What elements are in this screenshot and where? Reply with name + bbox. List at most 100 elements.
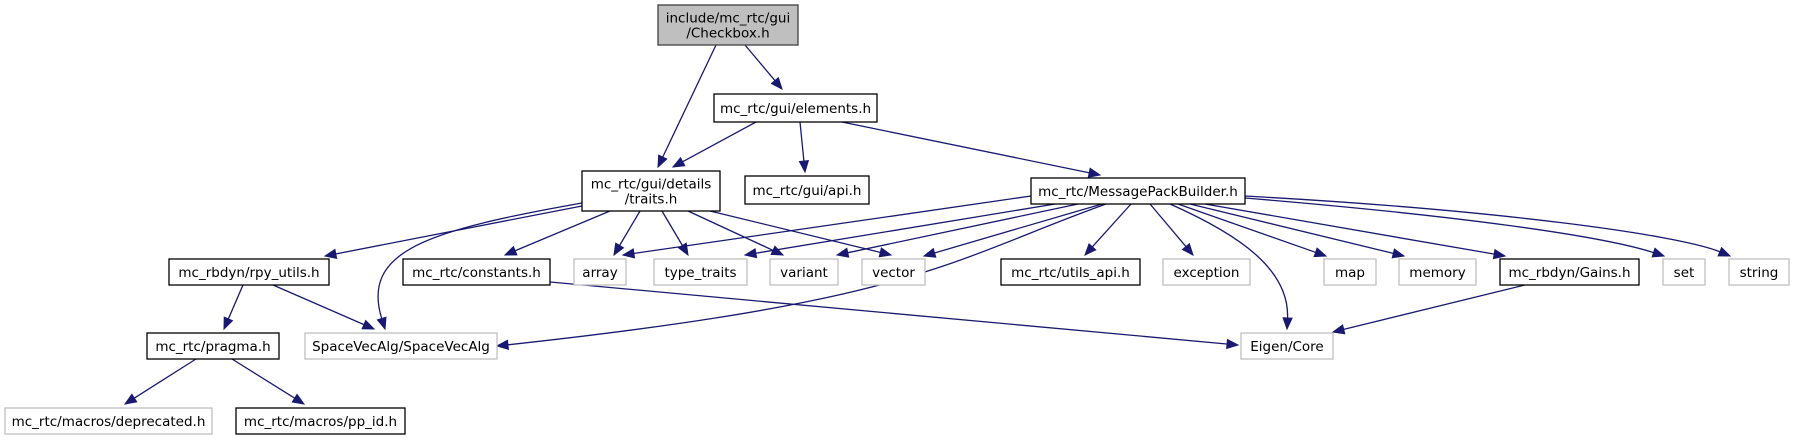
edge-line (1244, 195, 1722, 253)
edge-line (841, 121, 1091, 174)
node-label: mc_rtc/gui/elements.h (720, 101, 871, 117)
node-label: mc_rtc/macros/pp_id.h (244, 414, 397, 430)
node-constants[interactable]: mc_rtc/constants.h (402, 258, 551, 286)
edge-constants-to-eigen (549, 281, 1240, 350)
edge-traits-to-vector (709, 210, 893, 258)
edge-mpb-to-map (1177, 203, 1328, 258)
edge-line (1177, 203, 1317, 254)
edge-line (799, 121, 805, 163)
edge-line (687, 210, 775, 252)
arrowhead-icon (361, 319, 376, 330)
arrowhead-icon (1087, 167, 1102, 178)
node-eigen: Eigen/Core (1240, 332, 1334, 360)
node-label: string (1740, 265, 1779, 281)
node-box (861, 258, 926, 286)
node-box (1662, 258, 1706, 286)
node-box (1030, 177, 1246, 205)
edge-line (681, 121, 757, 163)
node-box (4, 407, 213, 435)
node-label: type_traits (664, 265, 736, 281)
node-label: include/mc_rtc/gui (666, 11, 790, 27)
arrowhead-icon (1084, 242, 1097, 256)
arrowhead-icon (621, 248, 636, 259)
node-api[interactable]: mc_rtc/gui/api.h (744, 175, 870, 205)
node-type-traits: type_traits (653, 258, 748, 286)
arrowhead-icon (657, 154, 668, 169)
node-box (1398, 258, 1477, 286)
node-checkbox[interactable]: include/mc_rtc/gui/Checkbox.h (657, 4, 799, 46)
edge-gains-to-eigen (1331, 284, 1526, 335)
node-label: vector (872, 265, 915, 281)
edge-line (661, 210, 684, 247)
arrowhead-icon (1492, 248, 1507, 260)
node-label: mc_rtc/MessagePackBuilder.h (1038, 184, 1238, 200)
node-mpb[interactable]: mc_rtc/MessagePackBuilder.h (1030, 177, 1246, 205)
node-box (1162, 258, 1251, 286)
edge-line (709, 210, 882, 254)
arrowhead-icon (123, 393, 138, 405)
edge-mpb-to-eigen (1169, 203, 1293, 331)
node-utils-api[interactable]: mc_rtc/utils_api.h (1000, 258, 1141, 286)
arrowhead-icon (323, 248, 338, 259)
node-label: Eigen/Core (1250, 339, 1324, 355)
node-string: string (1728, 258, 1790, 286)
node-label: exception (1174, 265, 1240, 281)
edge-traits-to-rpy (323, 205, 583, 259)
edge-rpy-to-pragma (223, 284, 244, 331)
edge-line (744, 44, 777, 82)
node-label: array (582, 265, 617, 281)
node-box (304, 332, 498, 360)
edge-line (377, 202, 583, 320)
edge-traits-to-svalg (376, 202, 583, 331)
arrowhead-icon (1181, 242, 1194, 257)
edge-line (549, 281, 1229, 345)
arrowhead-icon (835, 247, 850, 258)
node-box (713, 93, 878, 123)
arrowhead-icon (376, 316, 387, 331)
node-label: mc_rbdyn/Gains.h (1508, 265, 1630, 281)
node-label: map (1335, 265, 1365, 281)
node-label: /Checkbox.h (686, 26, 769, 42)
node-traits[interactable]: mc_rtc/gui/details/traits.h (581, 170, 721, 212)
node-label: mc_rtc/pragma.h (155, 339, 270, 355)
edge-mpb-to-exception (1149, 203, 1194, 257)
node-label: set (1674, 265, 1695, 281)
node-pragma[interactable]: mc_rtc/pragma.h (146, 332, 280, 360)
edge-line (618, 210, 641, 247)
node-box (573, 258, 627, 286)
node-label: mc_rtc/constants.h (412, 265, 541, 281)
node-rpy[interactable]: mc_rbdyn/rpy_utils.h (168, 258, 330, 286)
edge-checkbox-to-elements (744, 44, 783, 91)
edge-elements-to-traits (671, 121, 757, 168)
edge-elements-to-api (798, 121, 810, 174)
node-elements[interactable]: mc_rtc/gui/elements.h (713, 93, 878, 123)
edge-mpb-to-gains (1204, 203, 1507, 260)
arrowhead-icon (1226, 338, 1240, 350)
edge-line (933, 203, 1103, 254)
arrowhead-icon (1717, 246, 1732, 257)
edge-line (1091, 203, 1132, 249)
edge-line (1149, 203, 1188, 248)
arrowhead-icon (798, 160, 810, 174)
arrowhead-icon (223, 316, 234, 331)
node-label: mc_rtc/gui/details (591, 177, 712, 193)
node-box (769, 258, 839, 286)
node-array: array (573, 258, 627, 286)
edge-mpb-to-set (1244, 197, 1666, 258)
arrowhead-icon (291, 393, 306, 405)
arrowhead-icon (613, 242, 625, 257)
node-label: SpaceVecAlg/SpaceVecAlg (312, 339, 490, 355)
arrowhead-icon (503, 245, 518, 256)
arrowhead-icon (1331, 324, 1346, 335)
node-pp-id[interactable]: mc_rtc/macros/pp_id.h (235, 407, 406, 435)
node-box (168, 258, 330, 286)
node-box (402, 258, 551, 286)
node-box (1240, 332, 1334, 360)
node-box (1728, 258, 1790, 286)
node-gains[interactable]: mc_rbdyn/Gains.h (1499, 258, 1640, 286)
edge-pragma-to-pp_id (231, 358, 306, 405)
node-box (235, 407, 406, 435)
node-set: set (1662, 258, 1706, 286)
edge-line (632, 195, 1032, 255)
